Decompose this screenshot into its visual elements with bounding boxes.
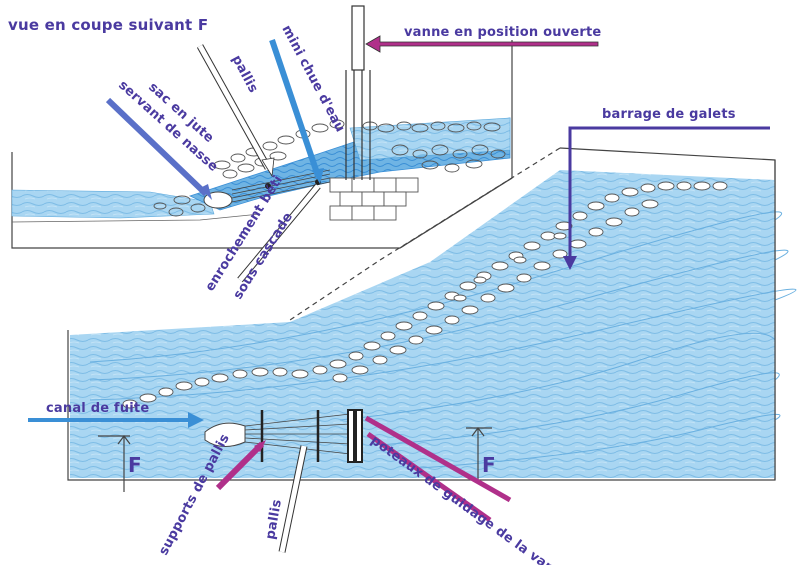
arrow-vanne xyxy=(365,35,599,53)
label-sous-cascade: sous cascade xyxy=(231,210,296,302)
arrow-mini-chute xyxy=(269,39,321,177)
arrow-sac xyxy=(105,97,209,197)
plan-dash-line-2 xyxy=(399,177,513,249)
plan-view xyxy=(67,147,797,492)
label-barrage: barrage de galets xyxy=(602,107,736,122)
arrow-pallis-top-head xyxy=(261,157,275,178)
arrow-canal xyxy=(28,412,204,428)
label-mini-chute: mini chue d'eau xyxy=(278,23,347,135)
f-marker-right xyxy=(466,427,492,480)
plan-supports xyxy=(260,410,320,462)
arrow-mini-chute-head xyxy=(312,168,324,184)
section-pallis xyxy=(231,169,331,203)
label-canal: canal de fuite xyxy=(46,401,149,416)
plan-barrage-stones xyxy=(122,181,728,409)
section-water-upper xyxy=(349,117,511,161)
f-marker-left xyxy=(98,435,131,492)
arrow-supports xyxy=(215,441,265,491)
arrow-supports-head xyxy=(254,440,266,452)
section-ground-line xyxy=(11,213,261,223)
section-dot xyxy=(265,183,271,189)
label-pallis-top: pallis xyxy=(228,53,260,96)
arrow-poteaux-2 xyxy=(364,415,512,503)
arrows xyxy=(28,35,770,553)
arrow-pallis-bottom-inner xyxy=(279,445,307,553)
arrow-pallis-top-inner xyxy=(197,44,271,170)
section-stone-wall xyxy=(329,177,419,221)
arrow-poteaux-1 xyxy=(366,431,492,523)
vanne-gate xyxy=(345,5,371,180)
plan-water xyxy=(70,170,775,478)
arrow-enrochement-inner xyxy=(238,184,320,282)
label-f-left: F xyxy=(128,453,142,477)
label-f-right: F xyxy=(482,453,496,477)
arrow-barrage xyxy=(568,126,770,262)
plan-flow-lines xyxy=(89,211,797,469)
section-view xyxy=(11,5,513,249)
label-pallis-bottom: pallis xyxy=(263,498,285,540)
label-vanne: vanne en position ouverte xyxy=(404,25,601,40)
section-water-low xyxy=(11,189,215,219)
diagram-title: vue en coupe suivant F xyxy=(8,16,208,34)
arrow-barrage-head xyxy=(563,256,577,270)
arrow-sac-head xyxy=(200,184,212,200)
plan-poteaux xyxy=(347,409,363,463)
plan-dash-line xyxy=(289,147,561,321)
